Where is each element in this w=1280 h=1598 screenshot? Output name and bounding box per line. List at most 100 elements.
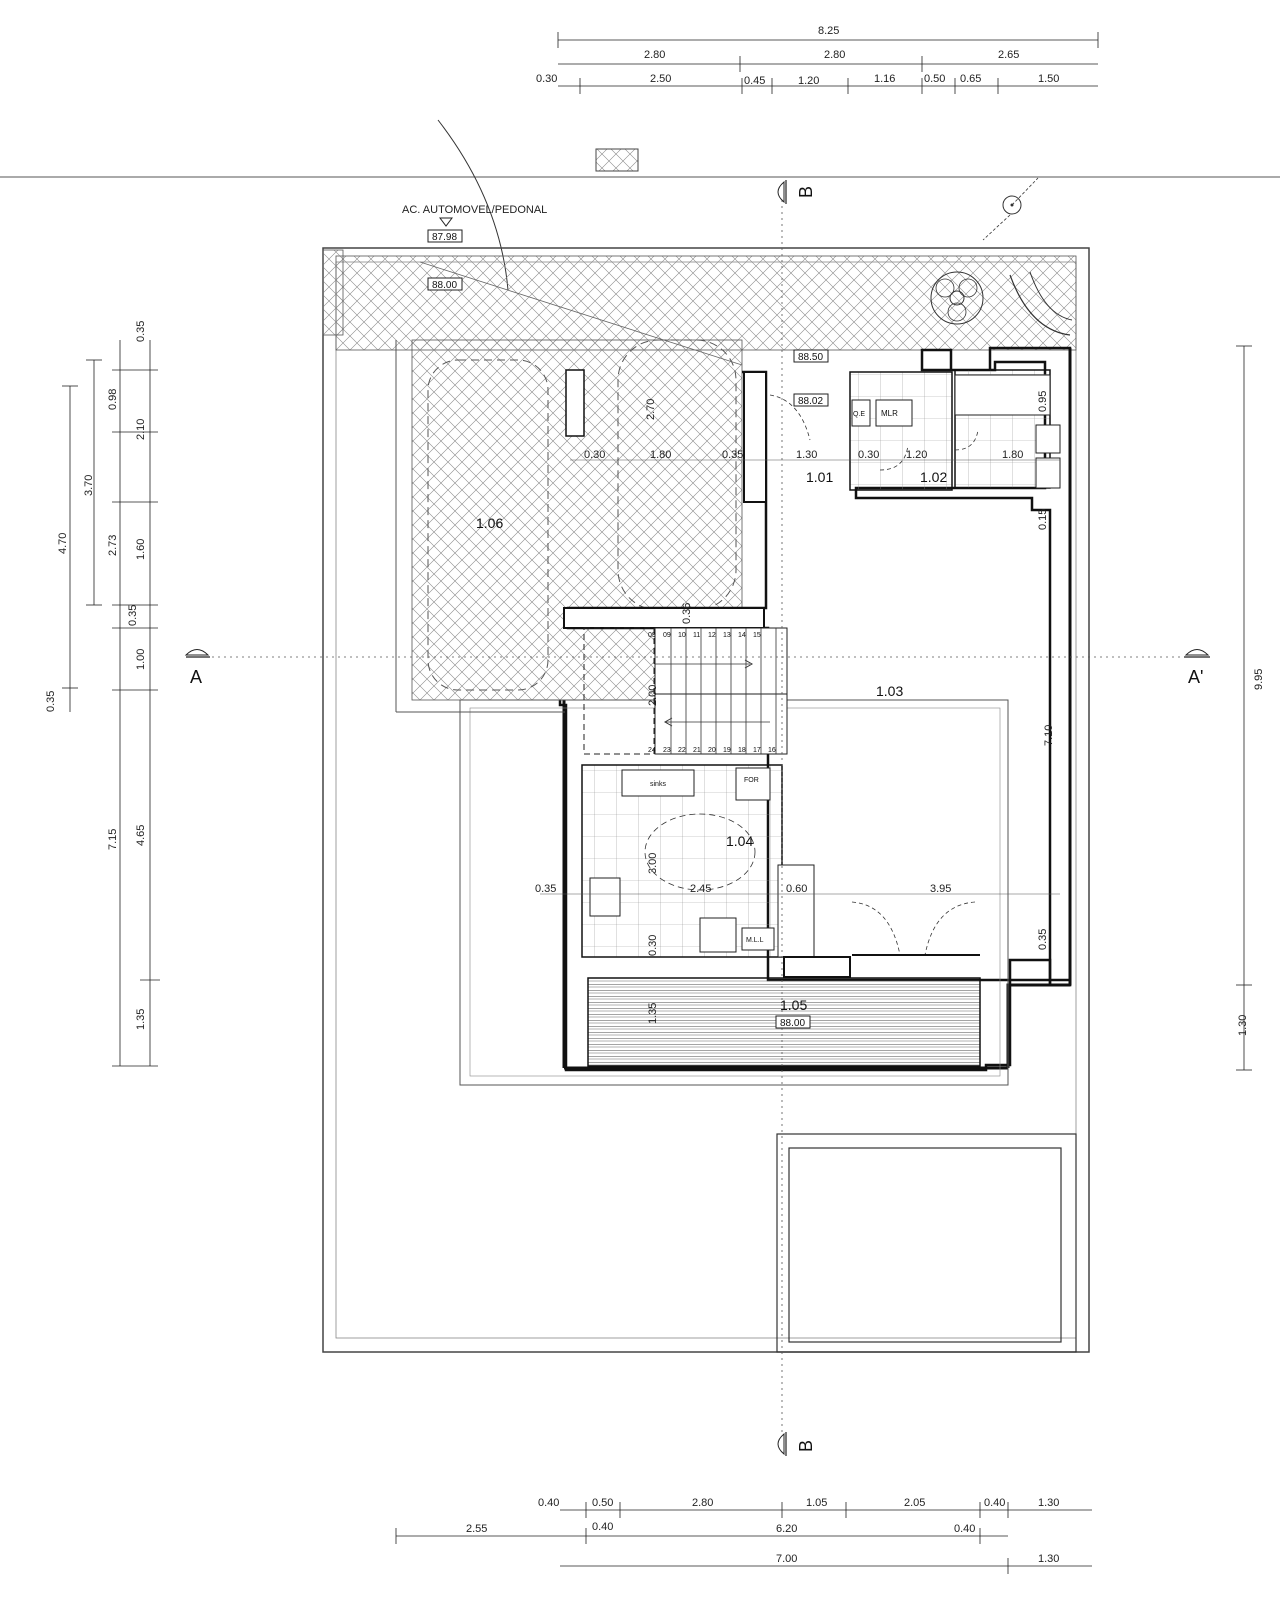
svg-text:2.45: 2.45 — [690, 883, 711, 895]
section-marker-a-icon — [184, 649, 210, 658]
stair-landing-left — [583, 627, 655, 755]
fixture-for: FOR — [744, 777, 759, 784]
pool-inner — [788, 1147, 1062, 1343]
svg-text:2.70: 2.70 — [645, 399, 657, 420]
door-swing-102 — [879, 444, 909, 471]
svg-text:17: 17 — [753, 747, 761, 754]
stair-numbers-bottom: 24 23 22 21 20 19 18 17 16 — [648, 747, 776, 754]
svg-text:1.00: 1.00 — [135, 649, 147, 670]
stair-numbers-top: 09 09 10 11 12 13 14 15 — [648, 632, 761, 639]
bottom-dimensions: 0.40 0.50 2.80 1.05 2.05 0.40 1.30 2.55 … — [395, 1497, 1092, 1574]
kitchen-mll — [741, 927, 775, 951]
svg-text:1.60: 1.60 — [135, 539, 147, 560]
level-box-entrance-ext — [793, 349, 829, 363]
svg-text:2.10: 2.10 — [135, 419, 147, 440]
room-102-box — [849, 371, 953, 491]
north-arrow-icon — [982, 177, 1039, 241]
svg-text:16: 16 — [768, 747, 776, 754]
mailbox-symbol — [595, 148, 639, 172]
room-label-105: 1.05 — [780, 997, 807, 1013]
level-access: 87.98 — [432, 232, 457, 243]
svg-text:0.35: 0.35 — [535, 883, 556, 895]
svg-text:20: 20 — [708, 747, 716, 754]
stair-flight — [654, 627, 788, 755]
svg-text:0.45: 0.45 — [744, 75, 765, 87]
kitchen-counter-top — [621, 769, 695, 797]
svg-text:2.00: 2.00 — [647, 685, 659, 706]
room-label-103: 1.03 — [876, 683, 903, 699]
svg-text:3.00: 3.00 — [647, 853, 659, 874]
svg-text:0.95: 0.95 — [1037, 391, 1049, 412]
svg-text:0.50: 0.50 — [924, 73, 945, 85]
svg-text:8.25: 8.25 — [818, 25, 839, 37]
svg-text:0.50: 0.50 — [592, 1497, 613, 1509]
svg-text:0.30: 0.30 — [536, 73, 557, 85]
svg-text:24: 24 — [648, 747, 656, 754]
svg-text:0.35: 0.35 — [45, 691, 57, 712]
svg-text:1.30: 1.30 — [1038, 1497, 1059, 1509]
svg-text:4.70: 4.70 — [57, 533, 69, 554]
svg-text:1.80: 1.80 — [650, 449, 671, 461]
paving-top — [335, 255, 1077, 351]
car-outline-2 — [617, 339, 737, 611]
section-marker-b-top-icon — [777, 180, 787, 204]
room-label-101: 1.01 — [806, 469, 833, 485]
level-entrance-ext: 88.50 — [798, 352, 823, 363]
svg-text:3.70: 3.70 — [83, 475, 95, 496]
svg-text:1.16: 1.16 — [874, 73, 895, 85]
room-label-102: 1.02 — [920, 469, 947, 485]
section-label-b-top: B — [796, 186, 816, 198]
svg-text:0.65: 0.65 — [960, 73, 981, 85]
tree-symbol — [930, 271, 984, 325]
svg-text:10: 10 — [678, 632, 686, 639]
svg-text:2.73: 2.73 — [107, 535, 119, 556]
svg-text:2.55: 2.55 — [466, 1523, 487, 1535]
level-box-access — [427, 229, 463, 243]
car-outline-1 — [427, 359, 549, 691]
svg-text:1.30: 1.30 — [1038, 1553, 1059, 1565]
section-marker-b-bottom-icon — [777, 1432, 787, 1456]
kitchen-sink — [699, 917, 737, 953]
mlr-box — [875, 399, 913, 427]
room-label-104: 1.04 — [726, 833, 753, 849]
svg-text:0.30: 0.30 — [647, 935, 659, 956]
section-marker-a-prime-icon — [1184, 649, 1210, 658]
svg-text:0.98: 0.98 — [107, 389, 119, 410]
left-dimensions: 4.70 0.35 3.70 0.35 0.98 2.10 2.73 1.60 … — [45, 321, 160, 1067]
svg-text:1.35: 1.35 — [647, 1003, 659, 1024]
top-dimensions: 8.25 2.80 2.80 2.65 0.30 2.50 0.45 1.20 … — [536, 25, 1099, 94]
svg-text:2.65: 2.65 — [998, 49, 1019, 61]
wall-stair-top — [563, 607, 765, 629]
svg-text:1.35: 1.35 — [135, 1009, 147, 1030]
svg-text:21: 21 — [693, 747, 701, 754]
fixture-sink: sinks — [650, 781, 666, 788]
kitchen-for-box — [735, 767, 771, 801]
kitchen-pillar — [777, 864, 815, 958]
svg-text:2.80: 2.80 — [692, 1497, 713, 1509]
svg-text:6.20: 6.20 — [776, 1523, 797, 1535]
access-level-marker-icon — [439, 217, 453, 227]
column-entrance — [743, 371, 767, 503]
curved-planter — [1009, 274, 1071, 336]
svg-text:19: 19 — [723, 747, 731, 754]
room-label-106: 1.06 — [476, 515, 503, 531]
wc-bath — [954, 374, 1051, 416]
svg-text:7.00: 7.00 — [776, 1553, 797, 1565]
garage-diagonal — [419, 261, 743, 366]
right-dimensions: 9.95 1.30 — [1236, 345, 1265, 1071]
garage-column — [565, 369, 585, 437]
access-label: AC. AUTOMOVEL/PEDONAL — [402, 204, 547, 216]
svg-text:1.30: 1.30 — [1237, 1015, 1249, 1036]
ql-box — [851, 399, 871, 427]
svg-text:0.35: 0.35 — [1037, 929, 1049, 950]
svg-text:0.40: 0.40 — [954, 1523, 975, 1535]
svg-text:0.35: 0.35 — [722, 449, 743, 461]
svg-text:7.10: 7.10 — [1043, 725, 1055, 746]
fixture-ql: Q.E — [853, 411, 865, 418]
wc-basin — [1035, 424, 1061, 454]
svg-text:0.36: 0.36 — [681, 603, 693, 624]
kitchen-table — [644, 813, 756, 891]
section-label-a-prime: A' — [1188, 667, 1203, 687]
kitchen-bottom-wall — [783, 956, 851, 978]
svg-text:0.40: 0.40 — [984, 1497, 1005, 1509]
